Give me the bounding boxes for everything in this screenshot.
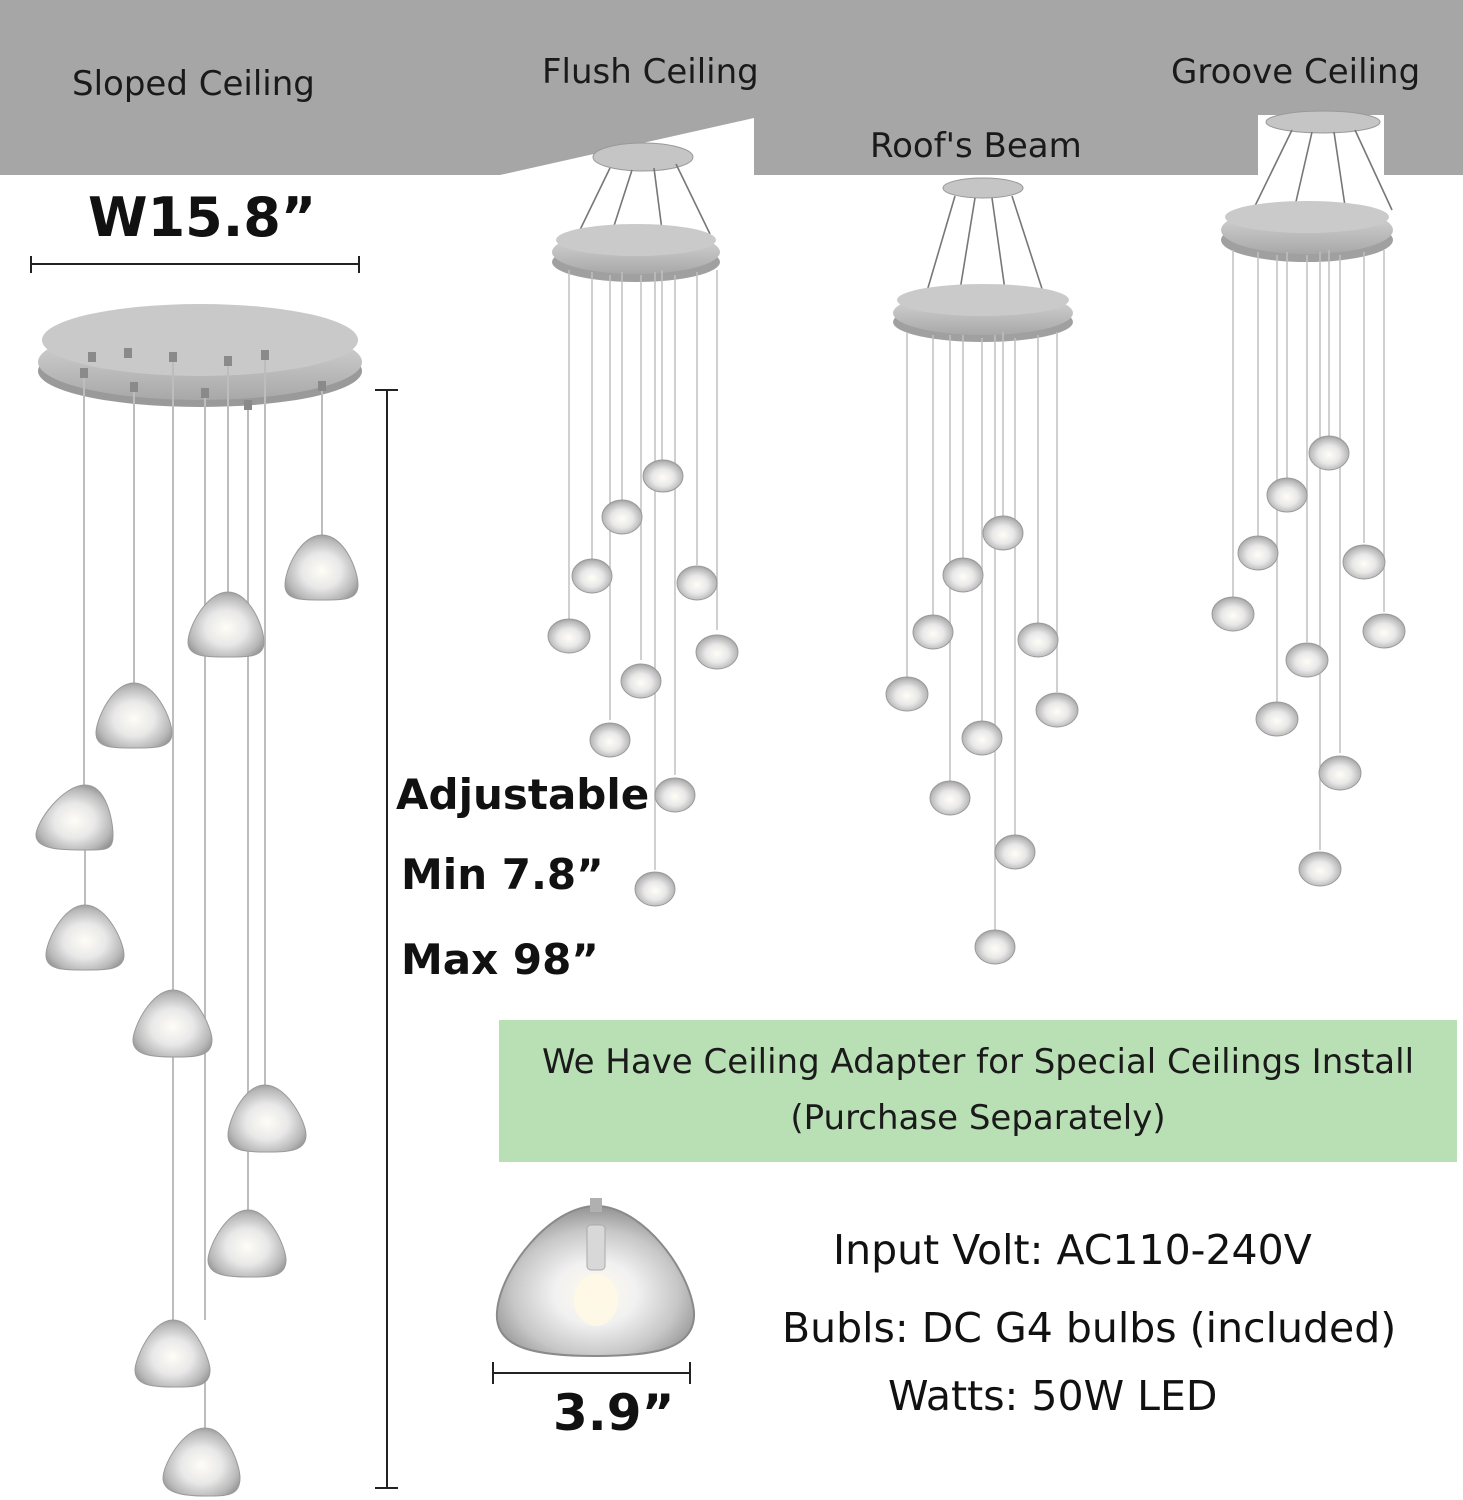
ceiling-adapter-banner: We Have Ceiling Adapter for Special Ceil… <box>499 1020 1457 1162</box>
banner-line-1: We Have Ceiling Adapter for Special Ceil… <box>541 1042 1415 1082</box>
bulbs-spec: Bubls: DC G4 bulbs (included) <box>782 1304 1397 1352</box>
banner-line-2: (Purchase Separately) <box>790 1098 1166 1138</box>
groove-ceiling-label: Groove Ceiling <box>1171 52 1421 92</box>
width-dimension-label: W15.8” <box>88 186 317 249</box>
sloped-ceiling-label: Sloped Ceiling <box>72 64 315 104</box>
flush-ceiling-label: Flush Ceiling <box>542 52 759 92</box>
ceiling-profile <box>0 0 1463 175</box>
roofs-beam-label: Roof's Beam <box>870 126 1082 166</box>
input-volt-spec: Input Volt: AC110-240V <box>833 1226 1312 1274</box>
min-length-label: Min 7.8” <box>401 850 604 899</box>
adjustable-label: Adjustable <box>396 770 650 819</box>
max-length-label: Max 98” <box>401 935 599 984</box>
globe-width-label: 3.9” <box>553 1384 675 1442</box>
watts-spec: Watts: 50W LED <box>888 1372 1218 1420</box>
